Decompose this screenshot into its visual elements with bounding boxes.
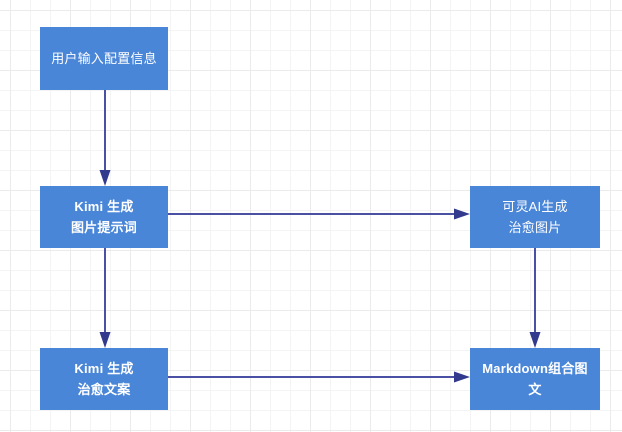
edge-kimi-copy-to-markdown-merge [168, 370, 470, 384]
node-markdown-merge[interactable]: Markdown组合图文 [470, 348, 600, 410]
edge-kimi-prompt-to-kimi-copy [98, 248, 112, 348]
edge-input-to-kimi-prompt [98, 90, 112, 186]
node-kimi-copy[interactable]: Kimi 生成 治愈文案 [40, 348, 168, 410]
edge-keling-image-to-markdown-merge [528, 248, 542, 348]
node-input[interactable]: 用户输入配置信息 [40, 27, 168, 90]
node-kimi-prompt[interactable]: Kimi 生成 图片提示词 [40, 186, 168, 248]
node-keling-image[interactable]: 可灵AI生成 治愈图片 [470, 186, 600, 248]
edge-kimi-prompt-to-keling-image [168, 207, 470, 221]
